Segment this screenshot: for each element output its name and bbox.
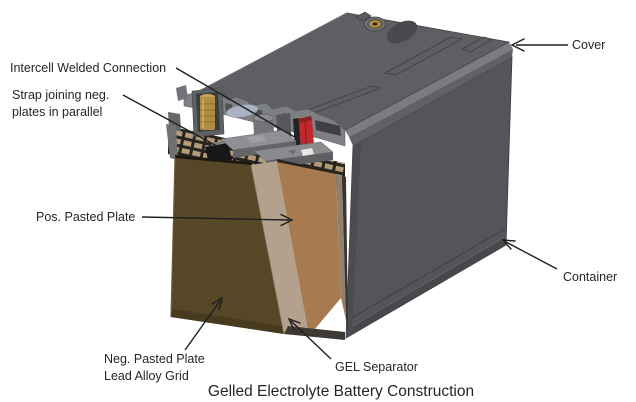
arrowhead-neg-plate [211, 296, 224, 311]
cover-lip-lower [349, 49, 513, 146]
label-intercell-welded-connection: Intercell Welded Connection [10, 61, 166, 75]
cut-edge-tab [176, 85, 188, 101]
terminal-tab [355, 11, 372, 22]
gel-separator-layer [251, 161, 309, 336]
terminal-bushing [191, 87, 225, 138]
label-neg-pasted-plate: Neg. Pasted Plate [104, 352, 205, 366]
cover-back-edge-highlight [185, 12, 348, 99]
neg-strap-ridge [247, 135, 266, 143]
label-strap-line1: Strap joining neg. [12, 88, 109, 102]
arrowhead-pos-plate [280, 213, 294, 227]
weld-top [298, 116, 312, 123]
cover-recess-outline-3 [460, 36, 494, 53]
label-cover: Cover [572, 38, 605, 52]
terminal [355, 11, 386, 32]
pos-strap-mark [288, 149, 296, 155]
cut-wall-sliver [166, 124, 178, 160]
label-strap-line2: plates in parallel [12, 105, 102, 119]
arrowhead-gel-separator [287, 317, 301, 331]
extra-separator-layer [336, 174, 346, 320]
white-spacer [301, 148, 314, 156]
label-gel-separator: GEL Separator [335, 360, 418, 374]
figure-title: Gelled Electrolyte Battery Construction [208, 383, 474, 400]
bushing-ribs [200, 103, 215, 123]
label-pos-pasted-plate: Pos. Pasted Plate [36, 210, 135, 224]
extra-plate-layer [342, 176, 348, 330]
cutaway-interior [166, 85, 348, 340]
leader-neg-plate [184, 300, 221, 351]
leader-container [505, 241, 558, 270]
labels: Intercell Welded Connection Strap joinin… [10, 38, 617, 400]
cover-lip-upper [345, 42, 513, 137]
leader-intercell [175, 67, 299, 140]
separator-edge-line [250, 164, 285, 335]
arrowhead-cover [510, 38, 525, 52]
leader-gel-separator [290, 320, 332, 360]
container-left-edge-shade [346, 142, 361, 338]
cover-recess-outline-1 [383, 36, 464, 76]
weld-body [299, 120, 314, 148]
container-groove-line [347, 228, 506, 321]
leader-pos-plate [141, 216, 290, 221]
neg-plate-left-edge [170, 157, 176, 318]
vent-plug [386, 20, 418, 44]
label-lead-alloy-grid: Lead Alloy Grid [104, 369, 189, 383]
weld-seam [304, 121, 308, 147]
container-groove-highlight [348, 236, 506, 329]
callouts [122, 38, 568, 360]
cut-cavity [315, 120, 341, 136]
neg-pasted-plate [171, 158, 284, 334]
terminal-center-hole [372, 22, 378, 26]
leader-strap [122, 94, 227, 152]
arrowhead-container [501, 239, 516, 250]
label-container: Container [563, 270, 617, 284]
neg-plate-bottom-shade [171, 309, 284, 334]
container-bottom-shade [346, 236, 506, 338]
pos-pasted-plate [277, 162, 341, 336]
battery-body [184, 11, 513, 339]
